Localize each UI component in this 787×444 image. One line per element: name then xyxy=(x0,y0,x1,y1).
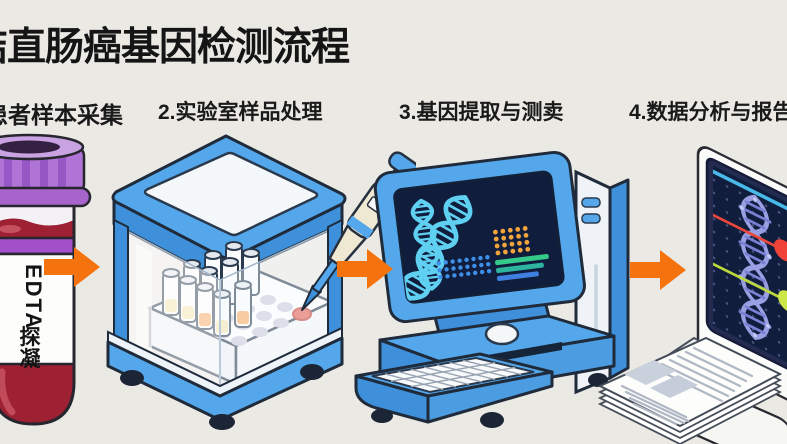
screen-dot-grid-blue xyxy=(436,255,492,280)
keyboard-icon xyxy=(371,356,535,394)
screen-dot-grid-orange xyxy=(492,226,531,256)
tube-cap xyxy=(0,133,92,208)
screen-result-bars xyxy=(495,254,549,281)
tube-label-text-1: 探 xyxy=(20,326,41,349)
report-figure-block xyxy=(650,375,698,398)
paper-stack xyxy=(597,336,783,444)
sequencer-icon xyxy=(354,150,630,428)
report-text-lines xyxy=(620,346,754,426)
arrow-right-icon xyxy=(44,247,100,287)
report-figure-block xyxy=(624,360,676,385)
arrow-right-icon xyxy=(337,249,393,289)
page-title: 结直肠癌基因检测流程 xyxy=(0,26,350,69)
sequencer-screen xyxy=(373,150,586,324)
dna-helix-icon xyxy=(401,195,473,301)
step-3-label: 3.基因提取与测卖 xyxy=(399,101,564,124)
arrow-right-icon xyxy=(630,250,686,290)
report-papers-icon xyxy=(597,336,783,444)
blood-tube-icon: EDTA 探 凝 xyxy=(0,133,92,426)
step-1-label: 患者样本采集 xyxy=(0,102,123,128)
tube-body: EDTA 探 凝 xyxy=(0,206,76,426)
tube-label-text-2: 凝 xyxy=(20,347,42,371)
chamber-base xyxy=(106,326,344,430)
variant-marker-green xyxy=(778,290,787,313)
monitor-screen xyxy=(713,169,787,385)
step-4-label: 4.数据分析与报告 xyxy=(629,101,787,124)
tube-label-text-edta: EDTA xyxy=(21,264,46,330)
variant-marker-red xyxy=(774,239,787,262)
step-2-label: 2.实验室样品处理 xyxy=(158,101,323,124)
sequencer-console xyxy=(354,314,616,428)
